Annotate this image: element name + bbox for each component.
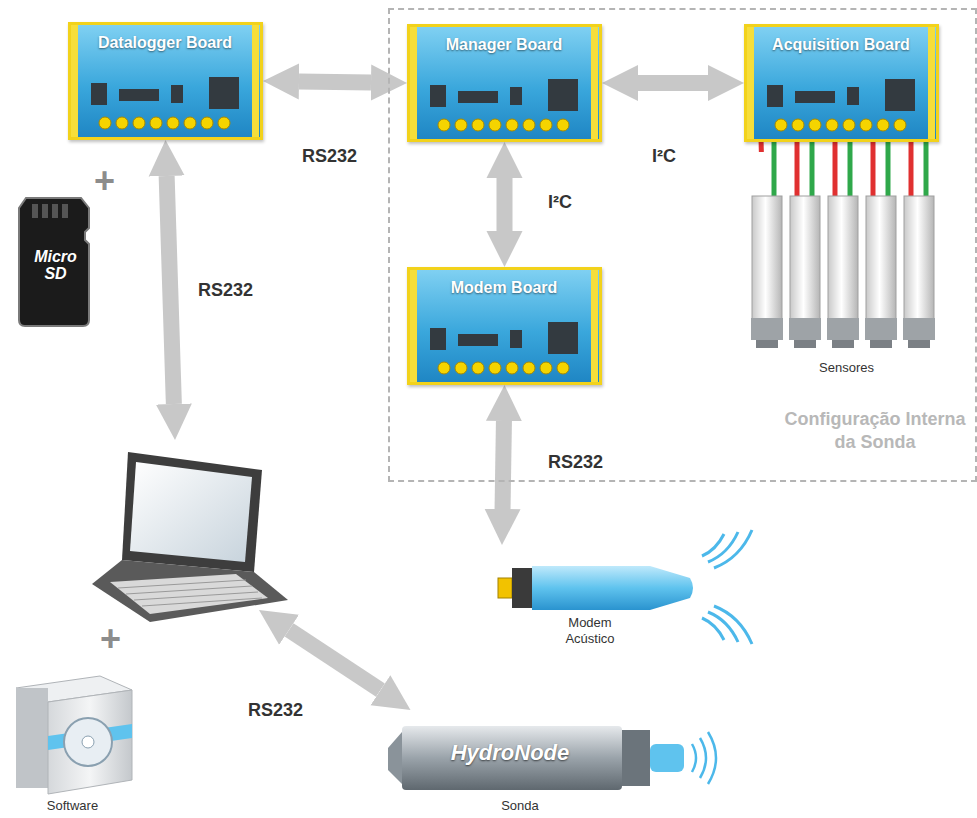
node-label: Micro SD [22,249,89,283]
memory-card: Micro SD [18,193,93,315]
plus-sign: + [100,618,121,660]
board: Modem Board [407,267,602,385]
sensor-wire [759,142,764,152]
sensor-tubes [751,140,935,348]
board: Manager Board [407,24,602,142]
node-label: Configuração Interna da Sonda [778,408,972,455]
bus-label: I²C [652,146,676,167]
software-box [16,676,132,794]
board-title: Datalogger Board [71,33,259,52]
bus-arrow [289,630,380,690]
node-label: Modem Acústico [550,615,630,646]
board-title: Modem Board [410,278,598,297]
node-label: Sonda [385,798,655,814]
sensor-group: Sensores [744,152,953,388]
board-title: Manager Board [410,35,598,54]
node-label: HydroNode [425,740,595,766]
bus-arrow [638,75,708,91]
bus-arrow [503,421,504,509]
acoustic-modem [498,530,752,644]
bus-arrow [497,178,513,231]
board: Datalogger Board [68,22,263,140]
laptop [85,440,285,610]
node-label: Sensores [744,360,949,376]
bus-label: RS232 [248,700,303,721]
bus-arrow [167,176,174,404]
probe [388,726,716,790]
microsd-card [19,198,89,326]
acoustic-modem: Modem Acústico [490,545,700,655]
bus-label: I²C [548,192,572,213]
board: Acquisition Board [744,24,939,142]
node-label: Software [10,798,135,814]
bus-label: RS232 [548,452,603,473]
laptop [92,452,288,622]
software-package: Software [10,655,139,815]
board-title: Acquisition Board [747,35,935,54]
bus-arrow [299,82,371,83]
probe: HydroNodeSonda [385,710,659,816]
bus-label: RS232 [302,146,357,167]
plus-sign: + [94,160,115,202]
bus-label: RS232 [198,280,253,301]
probe-region: Configuração Interna da Sonda Manager Boa… [388,8,977,482]
